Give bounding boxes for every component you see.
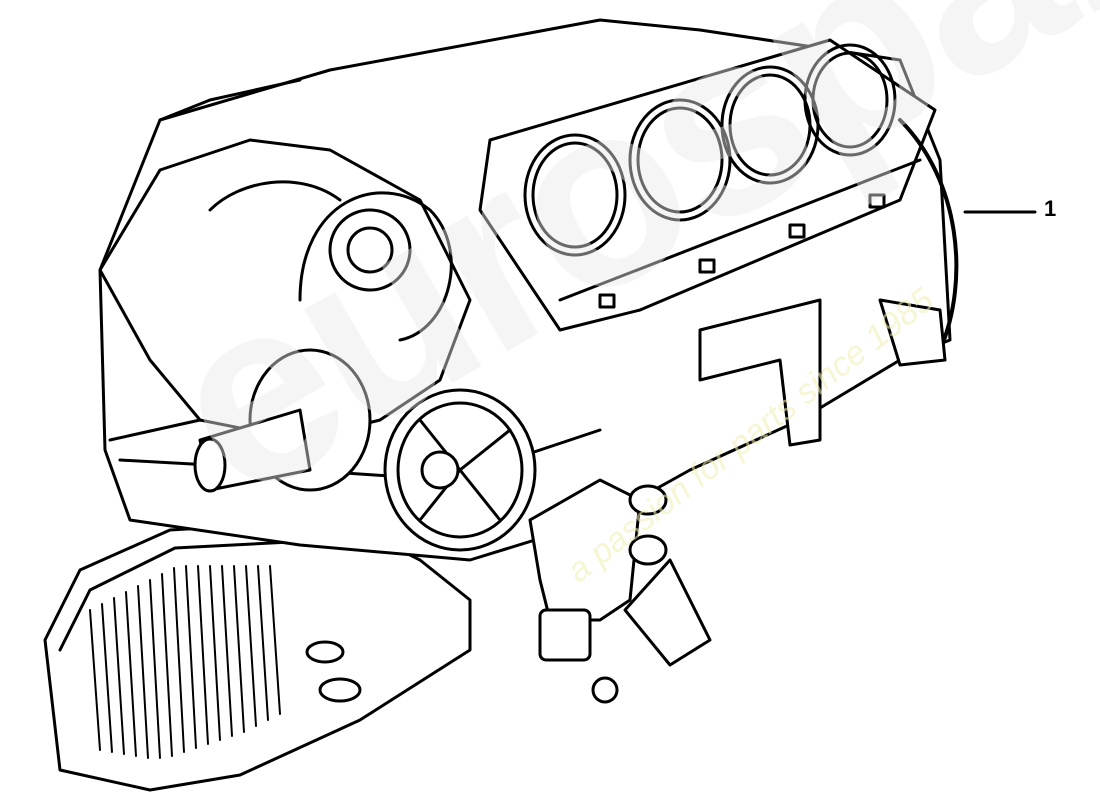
- oil-pan: [43, 518, 472, 792]
- timing-cover: [98, 138, 472, 442]
- callout-number-1[interactable]: 1: [1044, 196, 1057, 221]
- crankshaft-nose: [193, 348, 372, 493]
- cylinder-bank: [478, 38, 937, 332]
- oil-filter-housing: [528, 478, 712, 704]
- water-pump-pulley: [383, 388, 537, 552]
- bellhousing-flange: [698, 118, 959, 447]
